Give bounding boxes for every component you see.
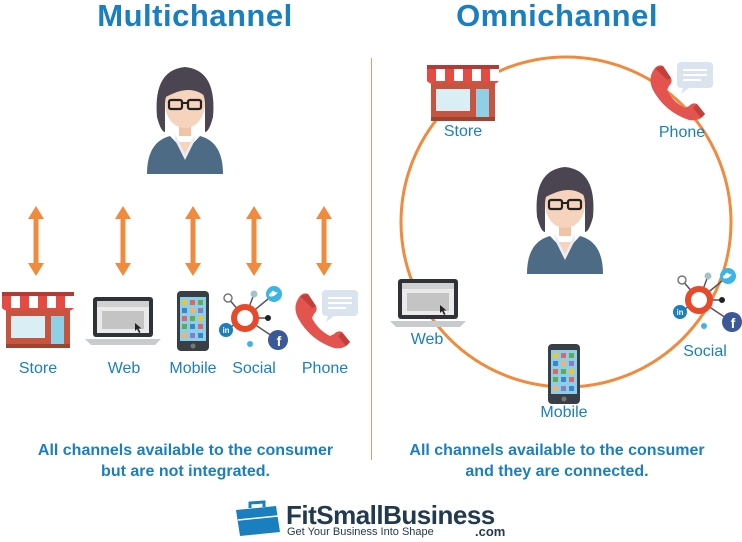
multichannel-title: Multichannel	[97, 0, 293, 33]
omnichannel-social-label: Social	[683, 343, 727, 360]
omnichannel-title: Omnichannel	[456, 0, 658, 33]
multichannel-mobile-label: Mobile	[169, 360, 217, 377]
omni-mobile-phone-icon	[548, 344, 580, 404]
omnichannel-caption-line2: and they are connected.	[465, 463, 649, 480]
multichannel-caption: All channels available to the consumer b…	[0, 440, 371, 482]
omni-phone-handset-icon	[650, 62, 713, 121]
omnichannel-mobile-label: Mobile	[540, 404, 588, 421]
omni-web-laptop-icon	[390, 279, 466, 327]
briefcase-logo-icon	[234, 500, 282, 538]
multichannel-caption-line2: but are not integrated.	[101, 463, 270, 480]
omnichannel-web-label: Web	[410, 331, 444, 348]
omnichannel-caption-line1: All channels available to the consumer	[409, 442, 705, 459]
logo-name: FitSmallBusiness	[286, 500, 495, 530]
logo-tagline: Get Your Business Into Shape	[287, 526, 434, 538]
section-divider	[371, 58, 372, 460]
multichannel-phone-label: Phone	[301, 360, 349, 377]
logo-suffix: .com	[475, 524, 506, 539]
multichannel-caption-line1: All channels available to the consumer	[37, 442, 334, 459]
omni-store-icon	[427, 65, 499, 121]
omnichannel-phone-label: Phone	[658, 124, 706, 141]
multichannel-social-label: Social	[232, 360, 276, 377]
omni-social-network-icon	[674, 266, 742, 336]
multichannel-web-label: Web	[107, 360, 141, 377]
omnichannel-store-label: Store	[443, 123, 483, 140]
omnichannel-caption: All channels available to the consumer a…	[372, 440, 742, 482]
omnichannel-consumer-icon	[525, 165, 605, 276]
multichannel-store-label: Store	[18, 360, 58, 377]
